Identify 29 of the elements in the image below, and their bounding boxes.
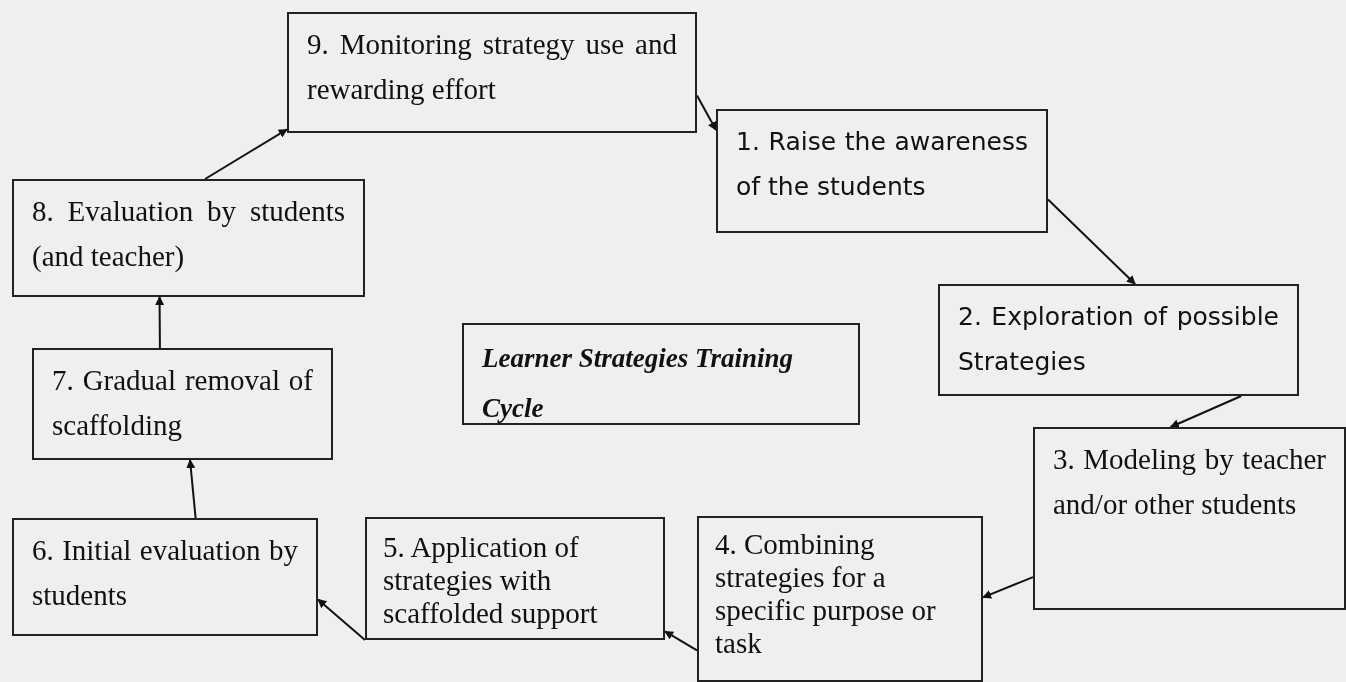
arrow [1047, 198, 1137, 285]
step-box [1033, 427, 1346, 610]
arrow [204, 128, 288, 180]
step-label: 1. Raise the awareness of the students [736, 126, 1028, 203]
step-box [938, 284, 1299, 396]
step-box [716, 109, 1048, 233]
step-box [697, 516, 983, 682]
step-label: 9. Monitoring strategy use and rewarding effort [307, 27, 677, 107]
step-box [365, 517, 665, 640]
arrow [186, 459, 197, 519]
step-label: 2. Exploration of possible Strategies [958, 301, 1279, 378]
step-label: 5. Application of strategies with scaffolded support [383, 531, 599, 630]
step-label: 8. Evaluation by students (and teacher) [32, 194, 345, 274]
step-box [32, 348, 333, 460]
step-box [12, 518, 318, 636]
arrow [1169, 395, 1243, 428]
arrow [696, 94, 717, 132]
step-label: 4. Combining strategies for a specific purpose or task [715, 528, 937, 660]
step-label: 6. Initial evaluation by students [32, 533, 298, 613]
arrow [155, 296, 165, 349]
step-label: 7. Gradual removal of scaffolding [52, 363, 313, 443]
step-box [287, 12, 697, 133]
step-label: 3. Modeling by teacher and/or other students [1053, 442, 1326, 522]
arrow [982, 576, 1034, 599]
step-box [12, 179, 365, 297]
title-box [462, 323, 860, 425]
arrow [664, 630, 698, 652]
cycle-label: Learner Strategies Training Cycle [482, 342, 795, 425]
arrow [317, 598, 366, 641]
